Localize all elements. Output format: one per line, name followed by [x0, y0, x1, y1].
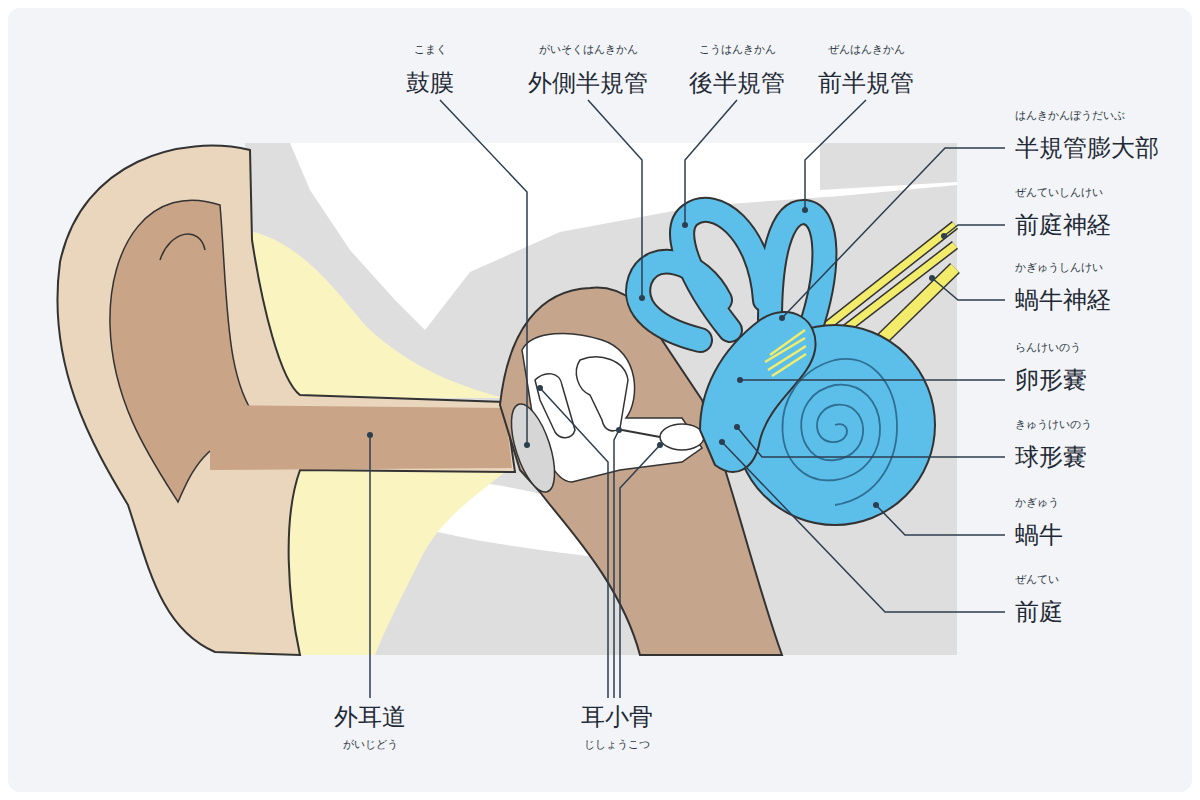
leader-dots [367, 207, 947, 508]
posterior-canal [682, 210, 765, 330]
stapes-neck [622, 430, 660, 437]
leader-line [369, 435, 371, 698]
part-label: 外耳道 [334, 704, 406, 730]
leader-line [805, 100, 866, 210]
furigana-label: はんきかんぼうだいぶ [1015, 110, 1125, 122]
leader-line [782, 148, 1005, 318]
skull-ground [820, 143, 957, 190]
leader-line [932, 278, 1005, 300]
leader-dot [941, 233, 947, 239]
leader-dot [616, 427, 622, 433]
furigana-label: かぎゅう [1015, 497, 1059, 509]
page-panel [8, 8, 1192, 792]
leader-line [540, 388, 608, 698]
vestibule [700, 312, 816, 472]
part-label: 前半規管 [818, 70, 914, 96]
part-label: 前庭神経 [1015, 212, 1111, 238]
leader-line [620, 445, 660, 698]
leader-line [588, 100, 642, 298]
leader-dot [537, 385, 543, 391]
part-label: 鼓膜 [406, 70, 454, 96]
part-label: 蝸牛 [1015, 522, 1063, 548]
furigana-label: ぜんはんきかん [828, 44, 905, 56]
part-label: 球形嚢 [1015, 444, 1087, 470]
furigana-label: がいそくはんきかん [539, 44, 638, 56]
leader-dot [873, 502, 879, 508]
part-label: 後半規管 [689, 70, 785, 96]
nerve-fibres [765, 330, 806, 376]
incus [576, 357, 628, 431]
leader-dot [682, 222, 688, 228]
furigana-label: がいじどう [343, 739, 398, 751]
part-label: 卵形嚢 [1015, 367, 1087, 393]
part-label: 半規管膨大部 [1015, 135, 1159, 161]
leader-dot [524, 442, 530, 448]
leader-line [737, 427, 1005, 457]
leader-dot [779, 315, 785, 321]
leader-line [722, 442, 1005, 612]
part-label: 耳小骨 [581, 704, 653, 730]
leader-dot [639, 295, 645, 301]
furigana-label: こまく [414, 44, 447, 56]
part-label: 前庭 [1015, 599, 1063, 625]
furigana-label: かぎゅうしんけい [1015, 262, 1103, 274]
leader-line [685, 100, 737, 225]
leader-line [944, 225, 1005, 236]
malleus [535, 374, 575, 438]
furigana-label: きゅうけいのう [1015, 419, 1092, 431]
leader-lines [370, 100, 1005, 698]
auricle-fold [160, 234, 205, 260]
leader-dot [367, 432, 373, 438]
leader-dot [657, 442, 663, 448]
furigana-label: こうはんきかん [699, 44, 776, 56]
auricle [57, 146, 515, 655]
leader-dot [734, 424, 740, 430]
part-label: 蝸牛神経 [1015, 287, 1111, 313]
furigana-label: ぜんてい [1015, 574, 1059, 586]
leader-dot [802, 207, 808, 213]
posterior-canal [682, 210, 765, 330]
leader-line [440, 100, 527, 445]
leader-line [876, 505, 1005, 535]
part-label: 外側半規管 [528, 70, 648, 96]
leader-line [614, 430, 619, 698]
furigana-label: じしょうこつ [584, 739, 650, 751]
ear-canal [210, 405, 512, 470]
furigana-label: らんけいのう [1015, 342, 1081, 354]
leader-line [740, 379, 1005, 381]
leader-dot [929, 275, 935, 281]
furigana-label: ぜんていしんけい [1015, 187, 1103, 199]
cochlear-spiral [782, 359, 897, 505]
leader-dot [737, 377, 743, 383]
stapes [660, 424, 704, 450]
leader-dot [719, 439, 725, 445]
